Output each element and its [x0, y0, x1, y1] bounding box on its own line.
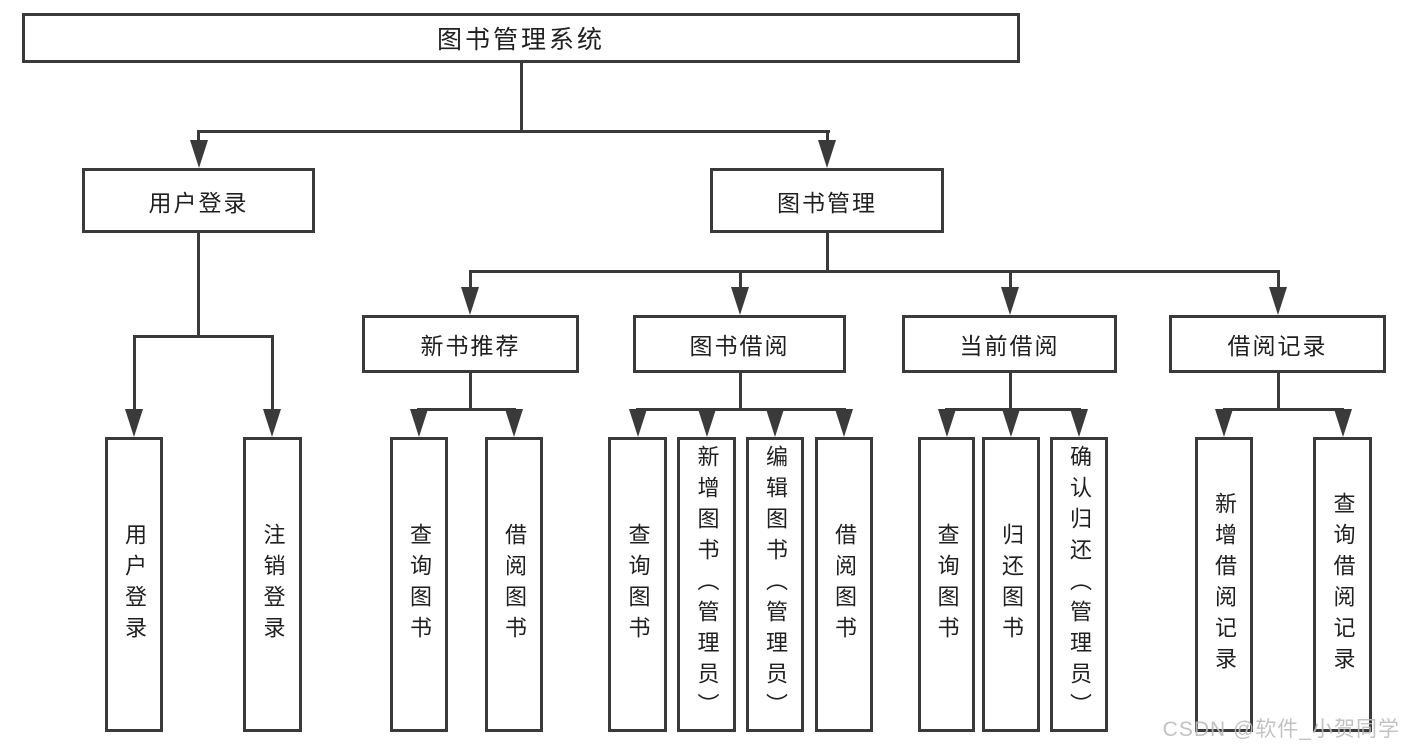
arrow-down-icon [937, 409, 956, 437]
arrow-down-icon [409, 409, 428, 437]
leaf-logout-label: 注销登录 [260, 522, 286, 647]
leaf-return-books: 归还图书 [982, 437, 1040, 732]
node-current-borrowing: 当前借阅 [902, 315, 1117, 373]
leaf-confirm-return-admin: 确认归还（管理员） [1050, 437, 1108, 732]
connector-line [520, 63, 523, 133]
arrow-down-icon [461, 287, 479, 315]
node-book-management: 图书管理 [710, 168, 944, 233]
node-user-login-label: 用户登录 [148, 189, 249, 216]
connector-line [197, 233, 200, 337]
node-borrowing-records: 借阅记录 [1169, 315, 1386, 373]
connector-line [469, 373, 472, 410]
connector-line [197, 130, 200, 148]
leaf-add-books-admin-label: 新增图书（管理员） [694, 445, 720, 724]
node-root-label: 图书管理系统 [436, 26, 605, 54]
node-current-borrowing-label: 当前借阅 [959, 333, 1060, 359]
leaf-borrow-books-recommend: 借阅图书 [485, 437, 543, 732]
arrow-down-icon [189, 140, 208, 168]
arrow-down-icon [125, 409, 143, 437]
node-borrowing-records-label: 借阅记录 [1227, 333, 1328, 359]
arrow-down-icon [1070, 409, 1088, 437]
leaf-add-borrow-record: 新增借阅记录 [1195, 437, 1253, 732]
connector-line [826, 233, 829, 272]
node-book-borrowing-label: 图书借阅 [689, 333, 790, 359]
connector-line [133, 335, 274, 338]
arrow-down-icon [1269, 287, 1287, 315]
leaf-logout: 注销登录 [243, 437, 302, 732]
leaf-confirm-return-admin-label: 确认归还（管理员） [1067, 445, 1092, 724]
arrow-down-icon [818, 140, 836, 168]
leaf-user-login: 用户登录 [105, 437, 163, 732]
node-root: 图书管理系统 [22, 13, 1020, 63]
arrow-down-icon [1002, 409, 1020, 437]
leaf-query-borrow-record-label: 查询借阅记录 [1330, 491, 1356, 678]
leaf-query-books-borrowing-label: 查询图书 [625, 522, 651, 647]
arrow-down-icon [504, 409, 523, 437]
leaf-query-borrow-record: 查询借阅记录 [1313, 437, 1372, 732]
node-new-book-recommend-label: 新书推荐 [420, 333, 521, 359]
leaf-borrow-books-borrowing-label: 借阅图书 [832, 522, 857, 647]
connector-line [739, 373, 742, 410]
node-book-management-label: 图书管理 [777, 189, 877, 216]
arrow-down-icon [697, 409, 716, 437]
leaf-user-login-label: 用户登录 [122, 522, 147, 647]
arrow-down-icon [731, 287, 749, 315]
connector-line [417, 408, 516, 411]
leaf-add-borrow-record-label: 新增借阅记录 [1212, 491, 1237, 678]
leaf-return-books-label: 归还图书 [999, 522, 1024, 647]
connector-line [133, 335, 136, 413]
leaf-query-books-borrowing: 查询图书 [608, 437, 667, 732]
leaf-edit-books-admin-label: 编辑图书（管理员） [763, 445, 788, 724]
node-book-borrowing: 图书借阅 [633, 315, 846, 373]
connector-line [469, 270, 1280, 273]
arrow-down-icon [1001, 287, 1019, 315]
connector-line [1009, 373, 1012, 410]
watermark: CSDN @软件_小贺同学 [1162, 718, 1400, 741]
connector-line [197, 130, 830, 133]
arrow-down-icon [1333, 409, 1352, 437]
leaf-add-books-admin: 新增图书（管理员） [677, 437, 736, 732]
node-new-book-recommend: 新书推荐 [362, 315, 579, 373]
connector-line [826, 130, 829, 148]
leaf-edit-books-admin: 编辑图书（管理员） [746, 437, 804, 732]
leaf-query-books-recommend-label: 查询图书 [407, 522, 432, 647]
leaf-borrow-books-recommend-label: 借阅图书 [502, 522, 527, 647]
connector-line [636, 408, 846, 411]
node-user-login: 用户登录 [82, 168, 315, 233]
connector-line [739, 270, 742, 290]
leaf-query-books-recommend: 查询图书 [390, 437, 448, 732]
arrow-down-icon [835, 409, 853, 437]
arrow-down-icon [628, 409, 647, 437]
connector-line [469, 270, 472, 290]
connector-line [1009, 270, 1012, 290]
arrow-down-icon [263, 409, 281, 437]
connector-line [1223, 408, 1344, 411]
arrow-down-icon [766, 409, 784, 437]
leaf-query-books-current-label: 查询图书 [934, 522, 960, 647]
leaf-query-books-current: 查询图书 [918, 437, 975, 732]
connector-line [1277, 373, 1280, 410]
leaf-borrow-books-borrowing: 借阅图书 [815, 437, 873, 732]
connector-line [271, 335, 274, 413]
connector-line [1277, 270, 1280, 290]
arrow-down-icon [1215, 409, 1233, 437]
